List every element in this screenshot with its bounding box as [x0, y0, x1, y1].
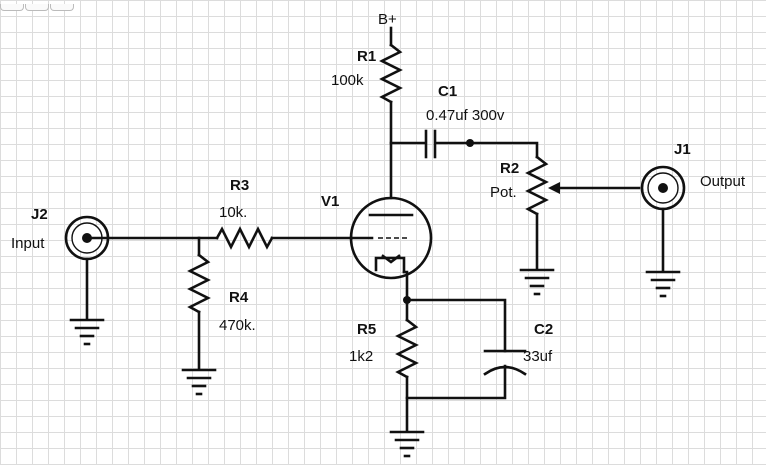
j2-ref: J2: [31, 206, 48, 223]
r2-wiper-arrow: [548, 182, 560, 194]
r4-resistor[interactable]: [187, 253, 211, 314]
ground-symbol-j1: [645, 270, 681, 298]
c1-value: 0.47uf 300v: [426, 107, 505, 124]
c2-bottom-wire: [405, 364, 507, 400]
r3-resistor[interactable]: [215, 226, 274, 250]
r1-value: 100k: [331, 72, 364, 89]
c1-capacitor[interactable]: [424, 129, 437, 159]
c2-ref: C2: [534, 321, 553, 338]
ground-symbol-r2: [519, 268, 555, 296]
r1-ref: R1: [357, 48, 376, 65]
ground-symbol-r5: [389, 430, 425, 458]
j1-output-jack[interactable]: [640, 165, 686, 211]
j1-ref: J1: [674, 141, 691, 158]
tab-1[interactable]: [0, 4, 24, 11]
r2-potentiometer[interactable]: [525, 155, 549, 270]
b-plus-label: B+: [378, 11, 397, 28]
c1-ref: C1: [438, 83, 457, 100]
r5-ref: R5: [357, 321, 376, 338]
window-tabs: [0, 0, 75, 16]
v1-triode[interactable]: [349, 196, 433, 280]
r5-resistor[interactable]: [395, 318, 419, 379]
c1-junction-dot: [466, 139, 474, 147]
r5-value: 1k2: [349, 348, 373, 365]
c2-value: 33uf: [523, 348, 553, 365]
c1-right-wire: [435, 141, 539, 159]
r2-ref: R2: [500, 160, 519, 177]
r3-ref: R3: [230, 177, 249, 194]
r1-resistor[interactable]: [379, 43, 403, 104]
r2-value: Pot.: [490, 184, 517, 201]
j1-name: Output: [700, 173, 746, 190]
cathode-wire: [402, 270, 409, 302]
r3-value: 10k.: [219, 204, 247, 221]
v1-ref: V1: [321, 193, 339, 210]
ground-symbol-j2: [69, 318, 105, 346]
tab-3[interactable]: [50, 4, 74, 11]
r4-ref: R4: [229, 289, 249, 306]
c2-top-wire: [405, 298, 507, 353]
r4-value: 470k.: [219, 317, 256, 334]
ground-symbol-r4: [181, 368, 217, 396]
tab-2[interactable]: [25, 4, 49, 11]
j2-name: Input: [11, 235, 45, 252]
